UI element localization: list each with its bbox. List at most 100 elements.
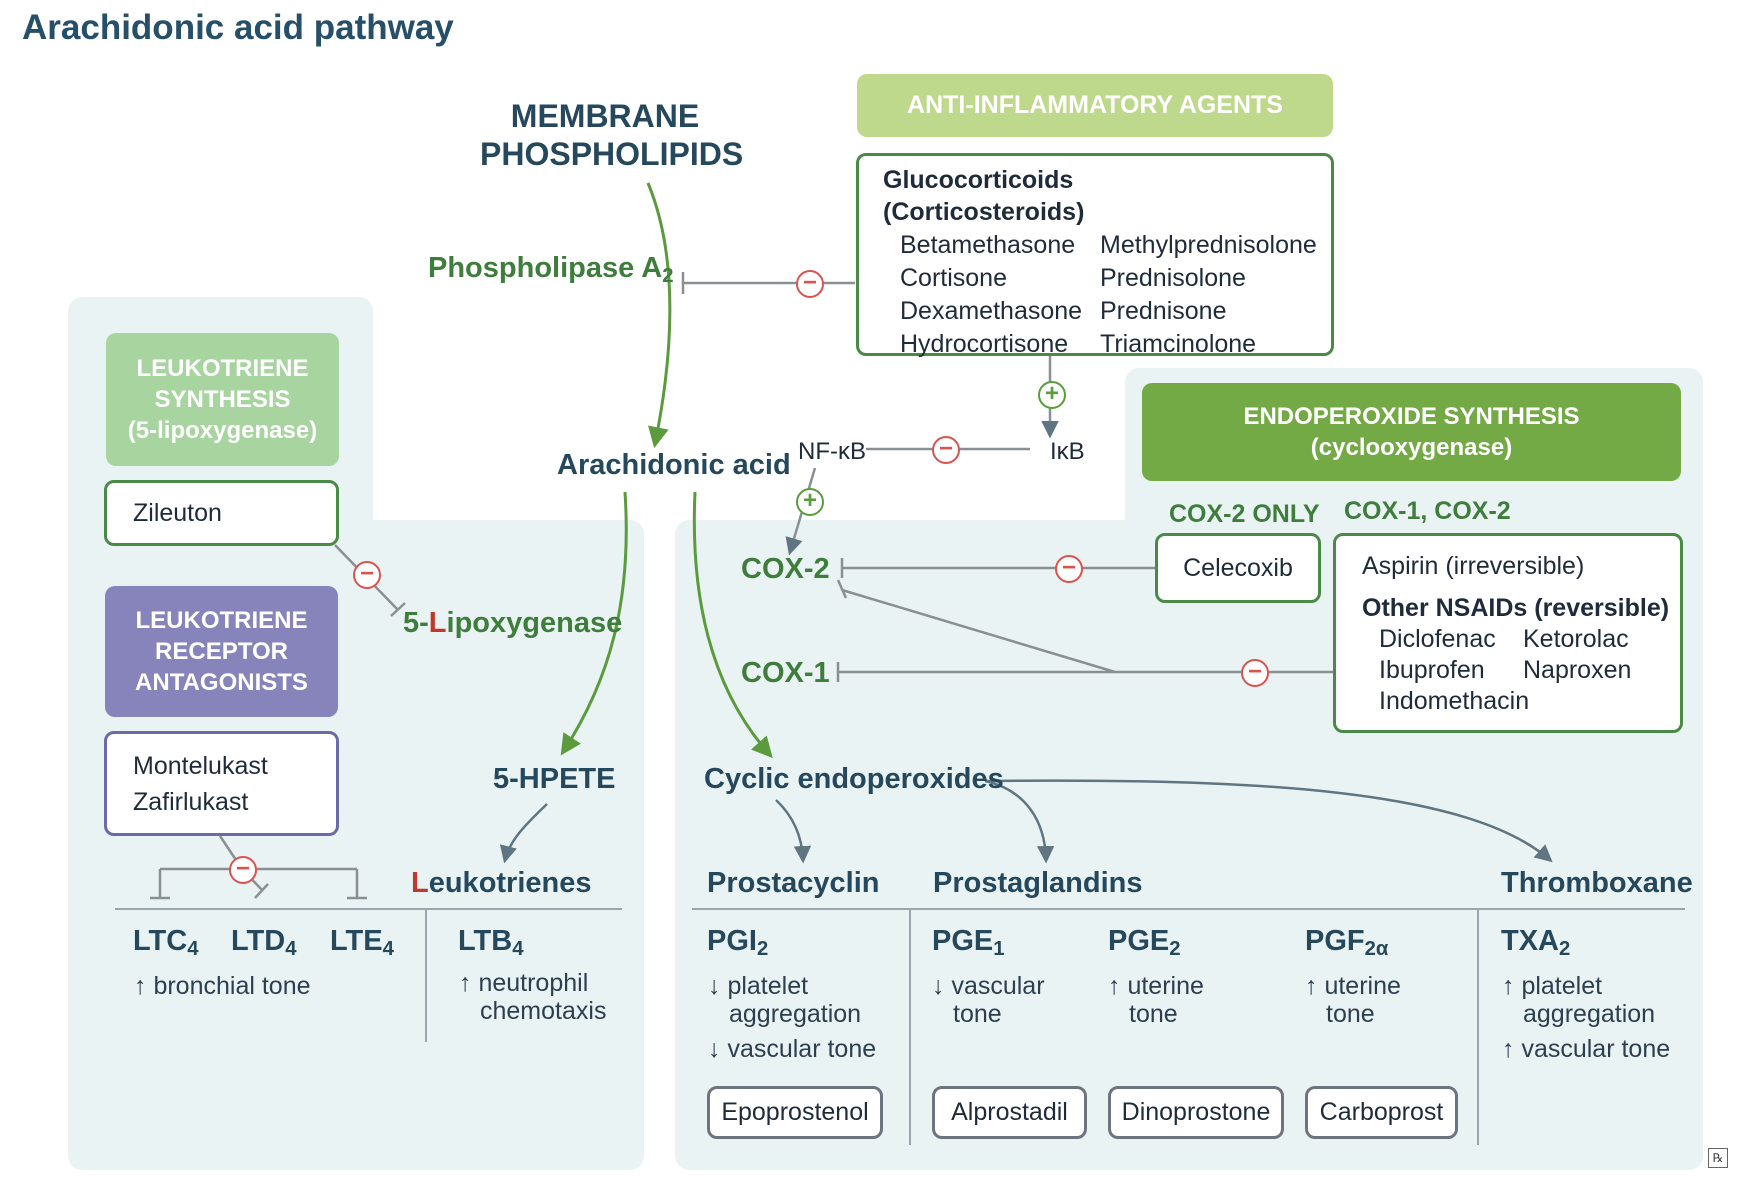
nsaids-title: Other NSAIDs (reversible) [1362,594,1670,622]
gc-drug-col2: Methylprednisolone Prednisolone Predniso… [1100,229,1317,361]
inhibit-sign-pla2: − [796,270,824,298]
ltb4-sub: 4 [512,938,524,961]
nsaid-drug: Diclofenac [1379,625,1496,653]
pgi2-label: PGI2 [707,925,768,961]
ltra-line3: ANTAGONISTS [135,669,308,697]
inhibit-bar-cox2-b [836,579,848,599]
page-title: Arachidonic acid pathway [22,8,454,47]
cox1-node: COX-1 [741,657,830,689]
nsaid-drug: Naproxen [1523,656,1632,684]
pge1-effect-line1: ↓ vascular [932,972,1045,1000]
txa2-text: TXA [1501,925,1559,957]
pgi2-effect: ↓ platelet aggregation ↓ vascular tone [708,972,877,1064]
nsaid-drug: Ibuprofen [1379,656,1485,684]
pge1-text: PGE [932,925,994,957]
carboprost-label: Carboprost [1319,1098,1444,1126]
pge2-effect-line1: ↑ uterine [1108,972,1204,1000]
ltra-line1: LEUKOTRIENE [135,606,308,634]
rx-corner-mark: ℞ [1708,1148,1728,1168]
ltra-bar-ltd4 [254,883,269,899]
ltra-drugs-box: Montelukast Zafirlukast [104,731,339,836]
ltc4-sub: 4 [187,938,199,961]
ltb4-effect: ↑ neutrophil chemotaxis [459,969,607,1025]
ltc4-text: LTC [133,925,188,957]
nsaid-col1: Diclofenac Ibuprofen Indomethacin [1379,624,1529,717]
gc-drug: Methylprednisolone [1100,231,1317,259]
gc-drug-col1: Betamethasone Cortisone Dexamethasone Hy… [900,229,1082,361]
nsaid-col2: Ketorolac Naproxen [1523,624,1631,686]
alprostadil-label: Alprostadil [951,1098,1068,1126]
inhibit-sign-zileuton: − [353,561,381,589]
epoprostenol-label: Epoprostenol [721,1098,869,1126]
gc-drug: Betamethasone [900,231,1076,259]
txa2-sub: 2 [1559,938,1571,961]
arrow-cyclic-to-pg [984,779,1055,864]
pgf2a-effect: ↑ uterine tone [1305,972,1401,1028]
inhibit-bar-5lox [390,602,406,617]
ltd4-text: LTD [231,925,286,957]
ltd4-label: LTD4 [231,925,297,961]
alprostadil-box: Alprostadil [932,1086,1087,1139]
prostaglandins-label: Prostaglandins [933,867,1143,899]
leukotrienes-letter: L [411,867,429,899]
pgi2-effect2: ↓ vascular tone [708,1035,877,1063]
lt-synthesis-line1: LEUKOTRIENE [136,354,309,382]
five-lox-prefix: 5- [403,607,429,639]
txa2-label: TXA2 [1501,925,1570,961]
inhibit-sign-nsaids: − [1241,659,1269,687]
membrane-phospholipids: MEMBRANE PHOSPHOLIPIDS [480,98,743,174]
ltra-drug: Zafirlukast [133,788,249,816]
leukotriene-synthesis-header: LEUKOTRIENE SYNTHESIS (5-lipoxygenase) [106,333,339,466]
dinoprostone-label: Dinoprostone [1121,1098,1271,1126]
pge1-effect: ↓ vascular tone [932,972,1045,1028]
inhibit-line-nsaids-cox2 [841,588,1116,674]
glucocorticoid-title-line2: (Corticosteroids) [883,198,1085,226]
phospholipase-text: Phospholipase A [428,252,663,284]
leukotrienes-rest: eukotrienes [428,867,592,899]
celecoxib-box: Celecoxib [1155,533,1321,603]
carboprost-box: Carboprost [1305,1086,1458,1139]
cox2-node: COX-2 [741,553,830,585]
pgi2-sub: 2 [756,938,769,961]
pgi2-effect1-line1: ↓ platelet [708,972,809,1000]
pge2-effect-line2: tone [1129,999,1178,1028]
ltd4-sub: 4 [285,938,297,961]
inhibit-sign-celecoxib: − [1055,555,1083,583]
pge2-label: PGE2 [1108,925,1181,961]
membrane-line1: MEMBRANE [510,98,700,134]
pge2-sub: 2 [1169,938,1181,961]
nsaid-drug: Ketorolac [1523,625,1629,653]
dinoprostone-box: Dinoprostone [1108,1086,1284,1139]
ltb4-label: LTB4 [458,925,524,961]
arrow-aa-to-cyclic [692,491,773,759]
ltb4-effect-line2: chemotaxis [480,996,607,1025]
anti-inflammatory-header-text: ANTI-INFLAMMATORY AGENTS [907,91,1283,120]
pgf2a-sub: 2α [1364,938,1389,961]
endoperoxide-header: ENDOPEROXIDE SYNTHESIS (cyclooxygenase) [1142,383,1681,481]
pgi2-text: PGI [707,925,757,957]
phospholipase-sub: 2 [662,265,674,288]
prostacyclin-label: Prostacyclin [707,867,880,899]
activate-sign-ikb: + [1038,381,1066,409]
gc-drug: Hydrocortisone [900,330,1069,358]
ikb-label: IκB [1050,438,1085,465]
pge1-sub: 1 [993,938,1005,961]
ltra-header: LEUKOTRIENE RECEPTOR ANTAGONISTS [105,586,338,717]
glucocorticoid-title: Glucocorticoids (Corticosteroids) [883,164,1084,228]
pge2-text: PGE [1108,925,1170,957]
lt-effect: ↑ bronchial tone [134,972,311,1000]
five-lox-letter: L [428,607,447,639]
inhibit-sign-ikb: − [932,436,960,464]
pgf2a-effect-line2: tone [1326,999,1375,1028]
five-lox-rest: ipoxygenase [446,607,623,639]
pgf2a-label: PGF2α [1305,925,1388,961]
pgi2-effect1-line2: aggregation [729,999,862,1028]
endoperoxide-line1: ENDOPEROXIDE SYNTHESIS [1243,402,1580,430]
lte4-label: LTE4 [330,925,394,961]
arrow-hpete-to-lt [499,803,548,864]
cox2-only-label: COX-2 ONLY [1169,500,1320,528]
lte4-text: LTE [330,925,383,957]
gc-drug: Prednisone [1100,297,1227,325]
nfkb-label: NF-κB [798,438,866,466]
gc-drug: Triamcinolone [1100,330,1257,358]
